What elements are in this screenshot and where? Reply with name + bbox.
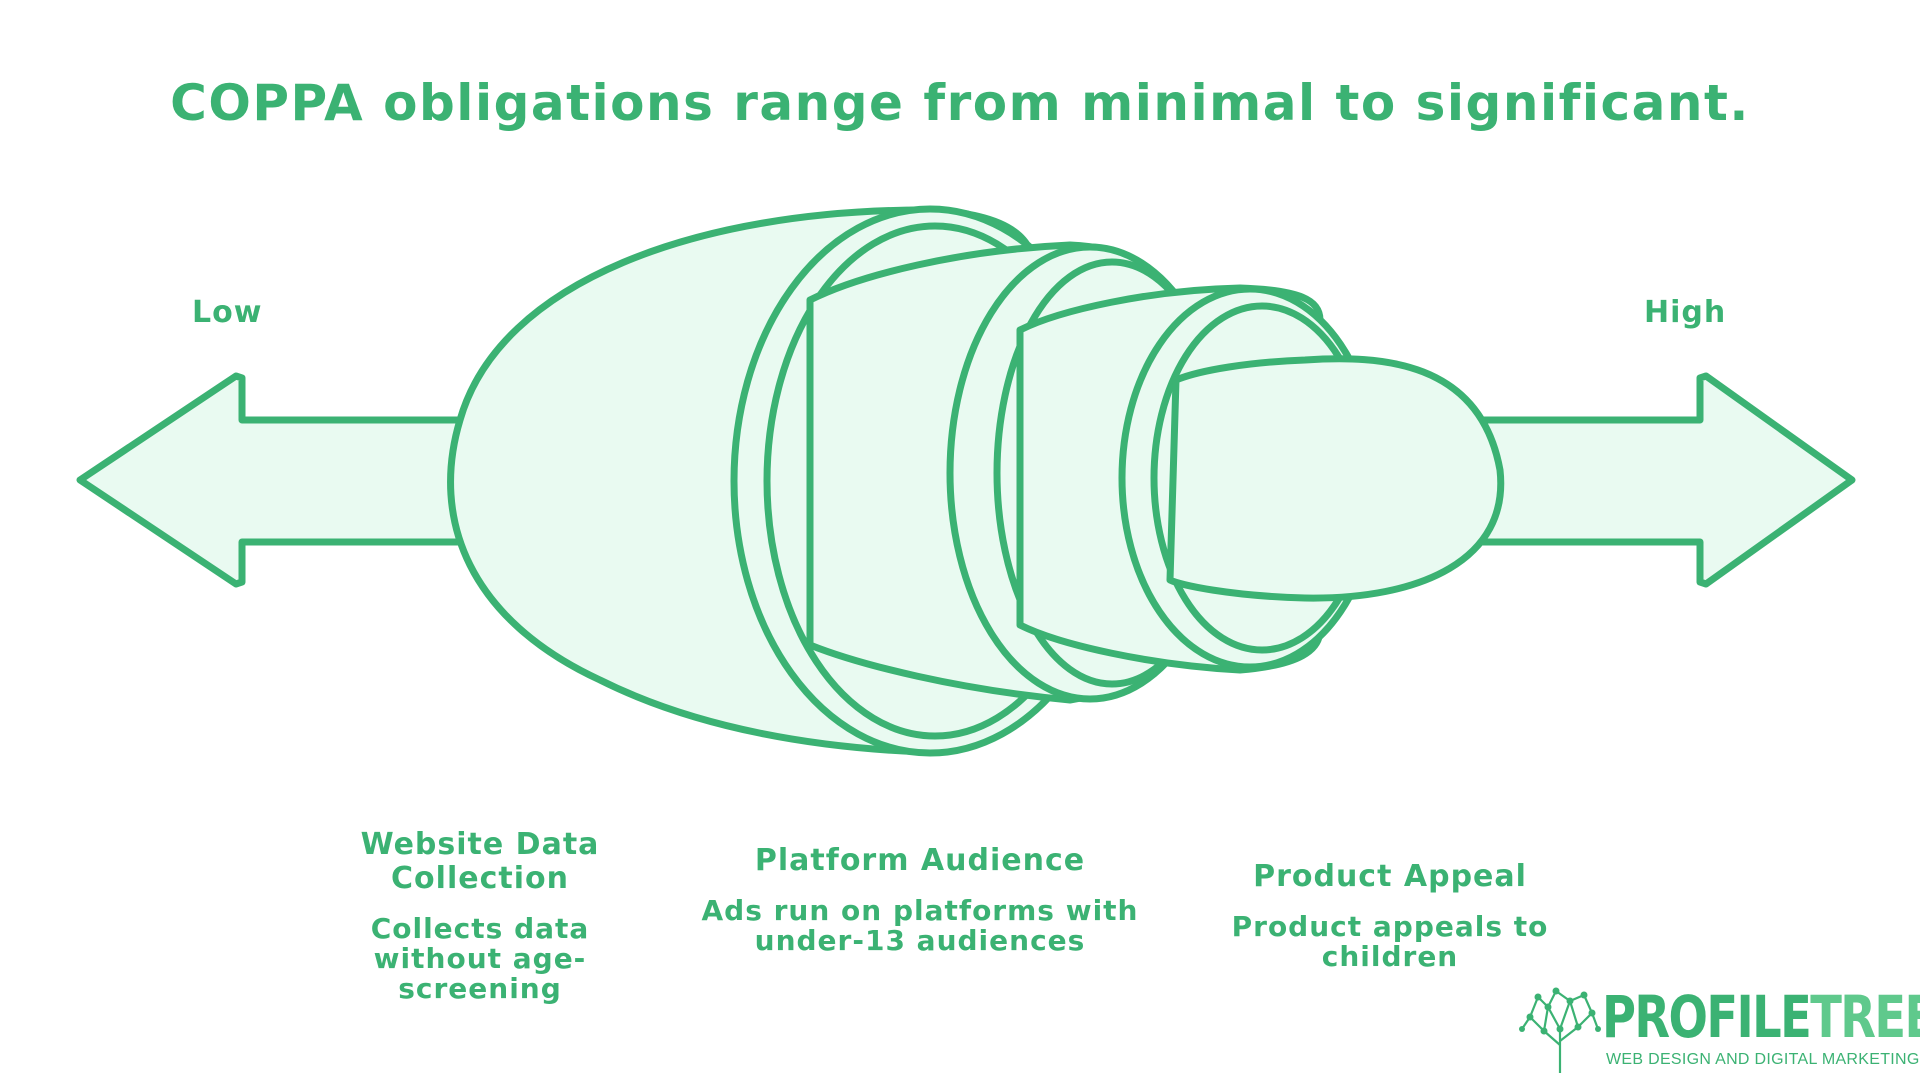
item-website-data-collection: Website Data Collection Collects data wi… (330, 828, 630, 1004)
item-description: Product appeals to children (1231, 910, 1549, 973)
logo-wordmark: PROFILETREE (1602, 985, 1920, 1049)
item-title: Platform Audience (754, 843, 1086, 878)
item-product-appeal: Product Appeal Product appeals to childr… (1180, 860, 1600, 972)
logo-word-part2: TREE (1810, 983, 1920, 1051)
item-description: Ads run on platforms with under-13 audie… (701, 894, 1139, 957)
item-title: Product Appeal (1253, 859, 1527, 894)
axis-low-label: Low (192, 295, 263, 330)
page-title: COPPA obligations range from minimal to … (170, 74, 1750, 132)
axis-high-label: High (1644, 295, 1727, 330)
tree-network-icon (1519, 987, 1601, 1073)
innermost-egg-shape (1166, 355, 1505, 602)
logo-word-part1: PROFILE (1602, 983, 1812, 1051)
item-title: Website Data Collection (360, 827, 600, 896)
item-platform-audience: Platform Audience Ads run on platforms w… (700, 844, 1140, 956)
profiletree-logo: PROFILETREE WEB DESIGN AND DIGITAL MARKE… (1518, 985, 1920, 1077)
logo-tagline: WEB DESIGN AND DIGITAL MARKETING (1606, 1051, 1920, 1068)
item-description: Collects data without age-screening (370, 912, 590, 1005)
